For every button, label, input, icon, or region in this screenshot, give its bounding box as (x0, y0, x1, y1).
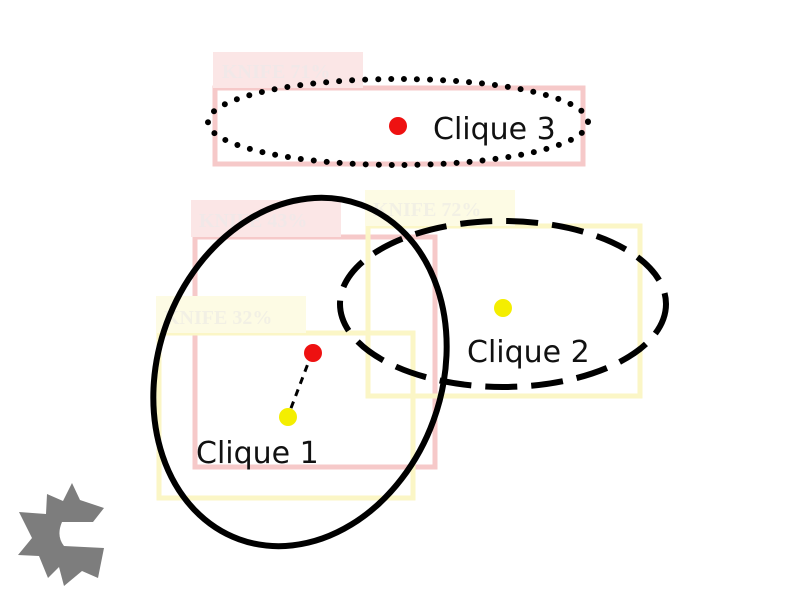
detection-label: KNIFE 72% (373, 199, 481, 221)
clique-3-outline (205, 76, 591, 168)
clique-1-link (286, 352, 314, 417)
detection-box-knife-32: KNIFE 32% (156, 296, 416, 501)
detection-label-bg (156, 296, 306, 333)
detection-box-knife-43: KNIFE 43% (191, 200, 438, 470)
yellow-point (494, 299, 512, 317)
yellow-point (279, 408, 297, 426)
clique-2-label: Clique 2 (467, 335, 590, 370)
red-point (304, 344, 322, 362)
clique-1-outline (150, 194, 450, 550)
logo-shape (18, 483, 104, 586)
detection-box-frame (212, 85, 586, 167)
red-point (389, 117, 407, 135)
clique-2-outline (337, 218, 669, 390)
detection-label: KNIFE 71% (222, 61, 330, 83)
clique-3-label: Clique 3 (433, 112, 556, 147)
detection-label: KNIFE 32% (164, 307, 272, 329)
detection-box-knife-71: KNIFE 71% (212, 52, 586, 167)
detection-label-bg (191, 200, 341, 237)
logo-icon (18, 483, 104, 586)
detection-label: KNIFE 43% (199, 210, 307, 232)
clique-1-label: Clique 1 (196, 436, 319, 471)
